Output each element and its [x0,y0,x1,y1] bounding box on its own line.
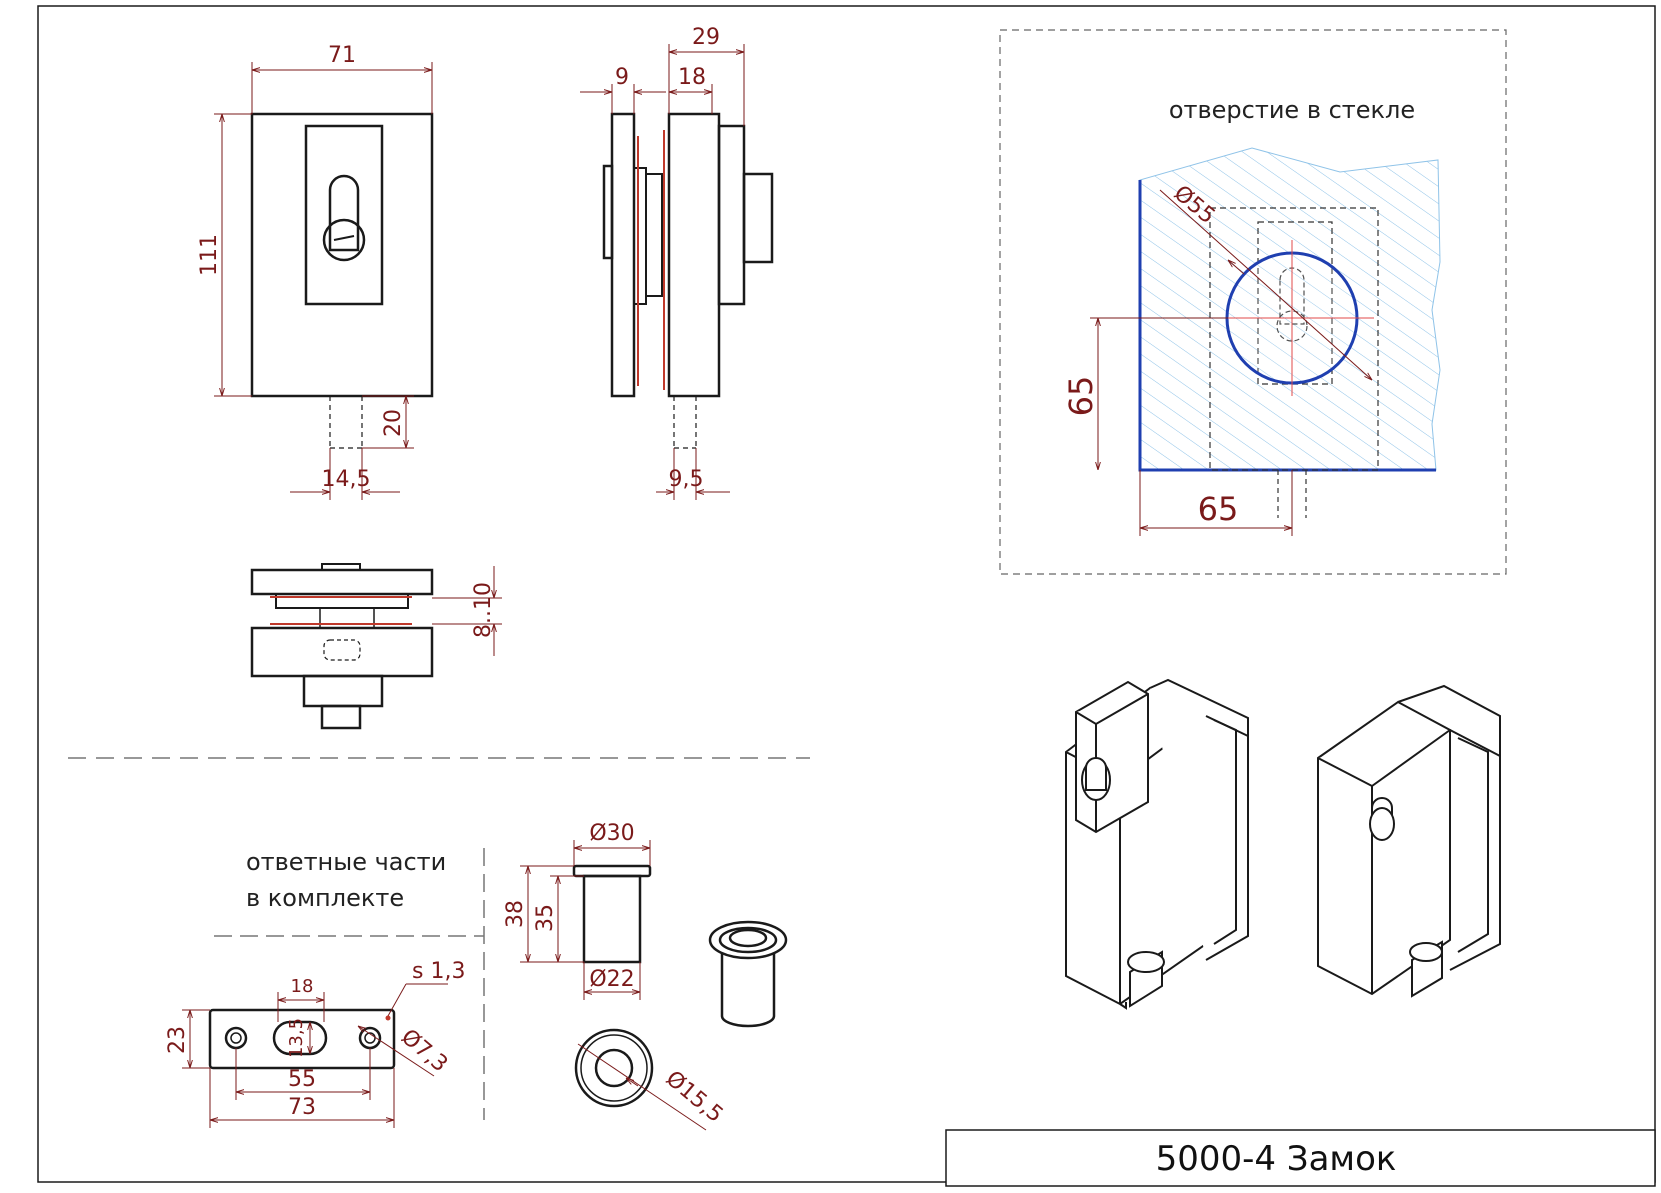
top-seals [270,596,412,625]
side-seals [637,130,665,390]
dim-bolt-length: 20 [381,409,406,437]
side-dimensions [580,44,745,500]
ring-top [574,1028,654,1108]
top-dimensions [432,566,502,656]
dim-strike-slot-h: 13,5 [286,1018,307,1058]
front-view [250,112,434,449]
bushing-iso [708,920,788,1028]
dim-side-plate: 9 [615,65,629,90]
dim-bushing-outer: Ø30 [589,821,634,846]
dim-bolt-offset: 14,5 [322,467,371,492]
dim-hole-vertical: 65 [1062,376,1100,417]
counterparts-note-line2: в комплекте [246,884,404,912]
lock-outline-dashed [1209,207,1379,471]
glass-bolt-dashed [1277,470,1307,518]
ring-dimensions [577,1043,707,1131]
side-view [602,112,774,449]
dim-bushing-body-h: 35 [533,904,558,932]
front-dimensions [214,62,433,500]
dim-strike-slot-w: 18 [291,976,314,997]
iso-view-right [1317,684,1501,998]
dim-side-body: 18 [678,65,706,90]
dim-bushing-inner: Ø22 [589,967,634,992]
strike-dimensions [182,983,448,1128]
dim-front-height: 111 [197,234,222,276]
center-lines [1216,240,1374,396]
dim-bushing-total-h: 38 [503,900,528,928]
iso-view-left [1065,678,1249,1010]
dim-strike-thickness: s 1,3 [412,959,465,984]
counterparts-note-line1: ответные части [246,848,446,876]
dim-strike-hole-spacing: 55 [288,1067,316,1092]
strike-thickness-dot [385,1015,391,1021]
drawing-title: 5000-4 Замок [1156,1139,1397,1179]
glass-detail-frame [999,29,1507,575]
dim-glass-gap: 8..10 [471,582,496,638]
dim-hole-horizontal: 65 [1198,490,1239,528]
sheet-frame [37,5,1656,1183]
glass-dimensions [1090,189,1372,536]
dim-side-total: 29 [692,25,720,50]
title-block [945,1129,1656,1187]
dim-strike-height: 23 [165,1026,190,1054]
bushing-dimensions [520,840,651,1000]
dim-front-width: 71 [328,43,356,68]
dim-ring-diameter: Ø15,5 [661,1066,728,1128]
glass-hole-note: отверстие в стекле [1169,96,1415,124]
bushing-side [572,864,652,964]
dim-strike-width: 73 [288,1095,316,1120]
keyhole-ring-dashed [1276,310,1308,342]
top-view [250,563,434,730]
dim-side-bolt: 9,5 [669,467,704,492]
